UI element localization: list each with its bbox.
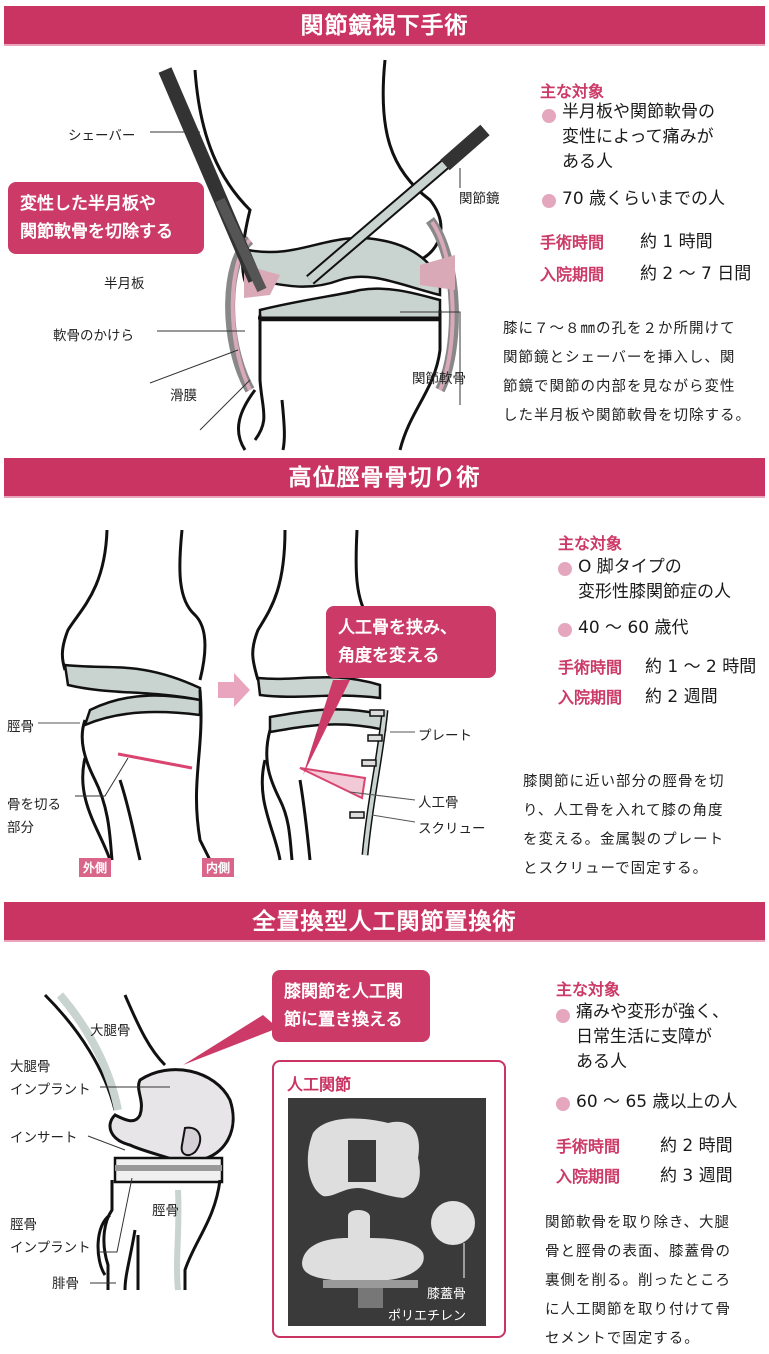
- photo-title: 人工関節: [287, 1075, 352, 1094]
- hospital-stay-label: 入院期間: [556, 1167, 621, 1186]
- arthroscopy-illustration: [149, 59, 490, 451]
- label-artificial-bone: 人工骨: [418, 795, 459, 811]
- callout-line: 関節軟骨を切除する: [20, 222, 173, 242]
- surgery-time-label: 手術時間: [540, 233, 605, 252]
- label-cartilage-fragments: 軟骨のかけら: [53, 328, 134, 344]
- section-2-title: 高位脛骨骨切り術: [4, 458, 765, 498]
- label-synovium: 滑膜: [170, 388, 197, 404]
- bullet-dot-icon: [556, 1097, 570, 1111]
- callout-arthroscopy: 変性した半月板や 関節軟骨を切除する: [8, 182, 204, 254]
- label-cut-part: 骨を切る: [7, 797, 61, 813]
- label-femoral-implant-2: インプラント: [10, 1082, 91, 1098]
- label-shaver: シェーバー: [68, 128, 136, 144]
- bullet-dot-icon: [542, 109, 556, 123]
- label-patella: 膝蓋骨: [427, 1287, 467, 1302]
- surgery-time-value: 約 1 〜 2 時間: [645, 657, 757, 677]
- label-tibial-implant-2: インプラント: [10, 1240, 91, 1256]
- target-heading: 主な対象: [558, 534, 623, 553]
- label-plate: プレート: [418, 728, 472, 744]
- callout-osteotomy: 人工骨を挟み、 角度を変える: [326, 606, 496, 678]
- label-tibia: 脛骨: [7, 719, 34, 735]
- label-meniscus: 半月板: [104, 276, 145, 292]
- target-item: 60 〜 65 歳以上の人: [576, 1092, 738, 1112]
- hospital-stay-label: 入院期間: [540, 265, 605, 284]
- surgery-time-value: 約 1 時間: [640, 232, 713, 252]
- label-tibia: 脛骨: [152, 1203, 179, 1219]
- osteotomy-illustration: [38, 529, 416, 861]
- bullet-dot-icon: [558, 623, 572, 637]
- tag-inner-side: 内側: [202, 858, 235, 877]
- label-arthroscope: 関節鏡: [459, 191, 500, 207]
- tag-outer-side: 外側: [79, 858, 112, 877]
- target-item: 70 歳くらいまでの人: [562, 189, 726, 209]
- surgery-time-value: 約 2 時間: [660, 1136, 733, 1156]
- callout-pointer: [303, 680, 350, 775]
- target-heading: 主な対象: [540, 82, 605, 101]
- label-screw: スクリュー: [418, 821, 486, 837]
- target-item: 40 〜 60 歳代: [578, 618, 689, 638]
- bullet-dot-icon: [558, 562, 572, 576]
- hospital-stay-label: 入院期間: [558, 688, 623, 707]
- description: 膝関節に近い部分の脛骨を切 り、人工骨を入れて膝の角度 を変える。金属製のプレー…: [523, 774, 725, 877]
- surgery-time-label: 手術時間: [556, 1137, 621, 1156]
- label-tibial-implant: 脛骨: [10, 1217, 37, 1233]
- description: 膝に７〜８㎜の孔を２か所開けて 関節鏡とシェーバーを挿入し、関 節鏡で関節の内部…: [503, 321, 751, 424]
- bullet-dot-icon: [556, 1009, 570, 1023]
- section-3-title: 全置換型人工関節置換術: [4, 902, 765, 942]
- callout-knee-replacement: 膝関節を人工関 節に置き換える: [272, 970, 430, 1042]
- label-articular-cartilage: 関節軟骨: [412, 371, 466, 387]
- callout-line: 変性した半月板や: [20, 194, 156, 214]
- knee-replacement-illustration: [43, 992, 235, 1291]
- target-item: 半月板や関節軟骨の 変性によって痛みが ある人: [562, 102, 715, 172]
- target-heading: 主な対象: [556, 980, 621, 999]
- section-1-title: 関節鏡視下手術: [4, 6, 765, 46]
- target-item: O 脚タイプの 変形性膝関節症の人: [578, 557, 731, 602]
- hospital-stay-value: 約 2 〜 7 日間: [640, 264, 752, 284]
- target-item: 痛みや変形が強く、 日常生活に支障が ある人: [576, 1002, 729, 1072]
- label-femoral-implant: 大腿骨: [10, 1059, 51, 1075]
- label-femur: 大腿骨: [90, 1023, 131, 1039]
- callout-pointer: [183, 1015, 278, 1065]
- surgery-time-label: 手術時間: [558, 658, 623, 677]
- label-insert: インサート: [10, 1130, 78, 1146]
- bullet-dot-icon: [542, 194, 556, 208]
- label-fibula: 腓骨: [52, 1276, 79, 1292]
- hospital-stay-value: 約 2 週間: [645, 687, 718, 707]
- label-cut-part-2: 部分: [7, 820, 34, 836]
- implant-components-image: [302, 1118, 475, 1308]
- label-polyethylene: ポリエチレン: [388, 1309, 467, 1324]
- hospital-stay-value: 約 3 週間: [660, 1166, 733, 1186]
- description: 関節軟骨を取り除き、大腿 骨と脛骨の表面、膝蓋骨の 裏側を削る。削ったところ に…: [545, 1215, 731, 1347]
